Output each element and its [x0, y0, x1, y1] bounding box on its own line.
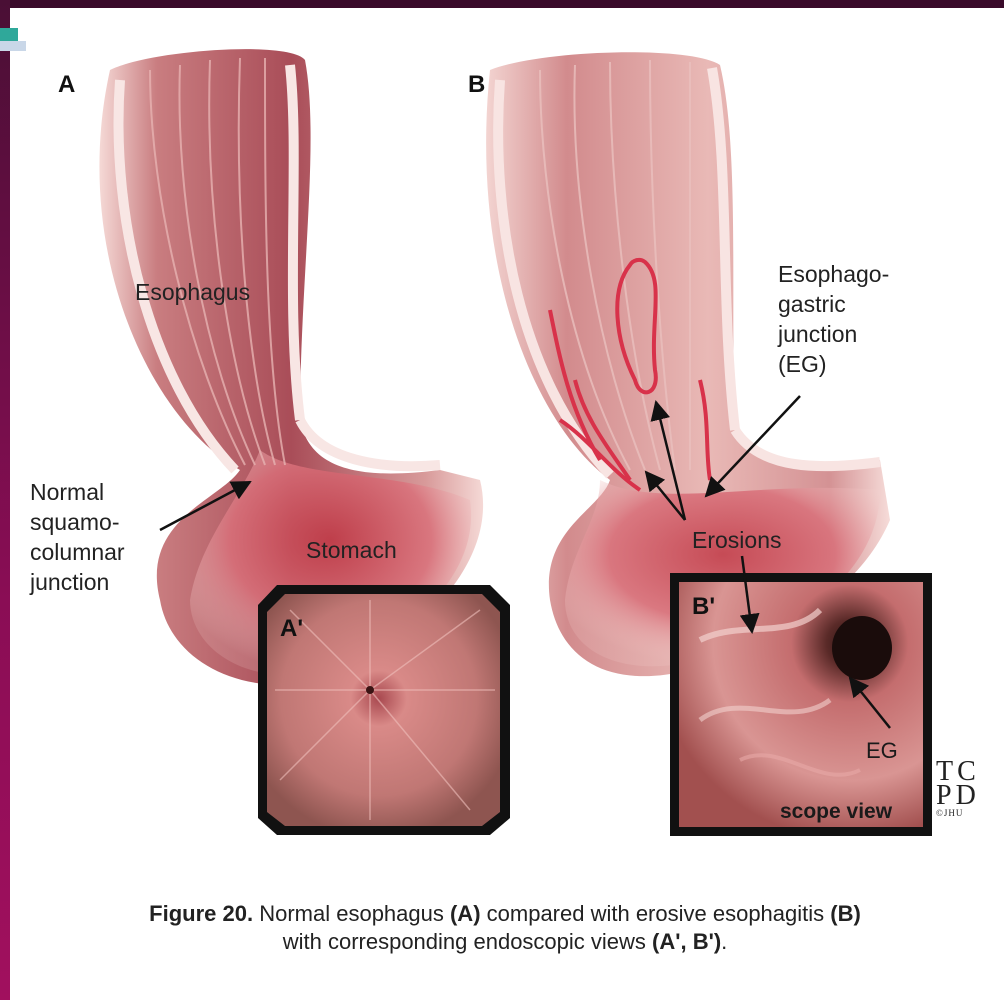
eg-junction-label-line1: Esophago-	[778, 261, 889, 287]
caption-text-2: compared with erosive esophagitis	[481, 901, 831, 926]
caption-text-1: Normal esophagus	[253, 901, 450, 926]
panel-a-prime-label: A'	[280, 615, 303, 642]
normal-junction-label-line1: Normal	[30, 479, 104, 505]
eg-junction-label-line4: (EG)	[778, 351, 827, 377]
caption-a-ref: (A)	[450, 901, 481, 926]
erosions-label: Erosions	[692, 527, 781, 553]
caption-line-1: Figure 20. Normal esophagus (A) compared…	[30, 900, 980, 928]
panel-b-prime-label: B'	[692, 593, 715, 620]
scope-view-label: scope view	[780, 800, 893, 823]
panel-a-label: A	[58, 71, 75, 98]
figure-caption: Figure 20. Normal esophagus (A) compared…	[30, 900, 980, 956]
eg-scope-label: EG	[866, 738, 898, 763]
normal-junction-label-line4: junction	[29, 569, 109, 595]
esophagus-label: Esophagus	[135, 279, 250, 305]
caption-text-3: with corresponding endoscopic views	[283, 929, 652, 954]
logo-row-2: PD	[936, 784, 1002, 808]
tcpd-logo: TC PD ©JHU	[936, 760, 1002, 818]
normal-junction-label-line2: squamo-	[30, 509, 119, 535]
caption-text-4: .	[721, 929, 727, 954]
caption-b-ref: (B)	[830, 901, 861, 926]
eg-junction-label-line2: gastric	[778, 291, 846, 317]
panel-b-label: B	[468, 71, 485, 98]
caption-line-2: with corresponding endoscopic views (A',…	[30, 928, 980, 956]
normal-junction-label-line3: columnar	[30, 539, 125, 565]
caption-prime-ref: (A', B')	[652, 929, 721, 954]
caption-figure-label: Figure 20.	[149, 901, 253, 926]
stomach-label: Stomach	[306, 537, 397, 563]
eg-junction-label-line3: junction	[777, 321, 857, 347]
